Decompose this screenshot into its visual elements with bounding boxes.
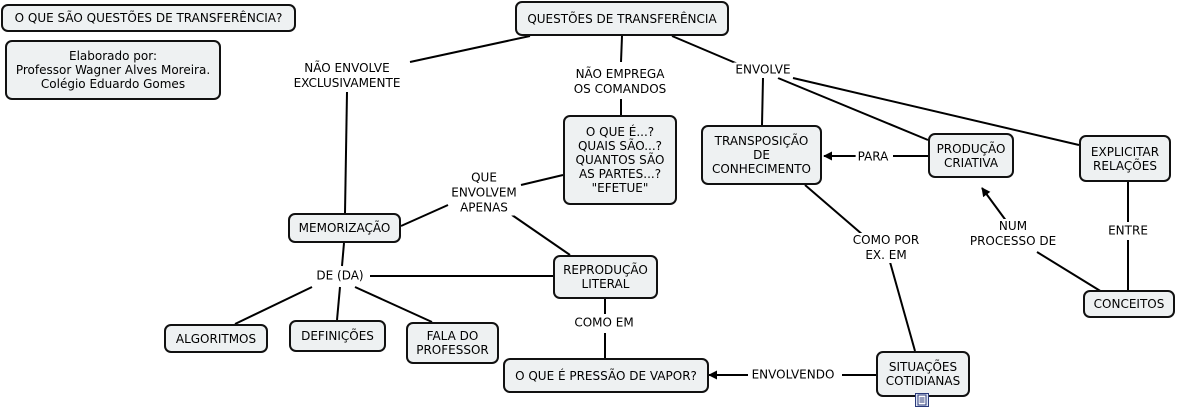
link-label-como-em: COMO EM <box>572 315 636 331</box>
link-label-num-processo-de: NUM PROCESSO DE <box>967 219 1059 249</box>
node-producao-criativa[interactable]: PRODUÇÃO CRIATIVA <box>928 133 1014 178</box>
link-label-envolvendo: ENVOLVENDO <box>749 367 837 383</box>
node-o-que-e-quais-sao[interactable]: O QUE É...? QUAIS SÃO...? QUANTOS SÃO AS… <box>563 115 677 205</box>
link-label-como-por-ex-em: COMO POR EX. EM <box>850 233 922 263</box>
link-label-que-envolvem-apenas: QUE ENVOLVEM APENAS <box>449 170 519 216</box>
link-label-nao-emprega: NÃO EMPREGA OS COMANDOS <box>571 67 669 97</box>
node-reproducao-literal[interactable]: REPRODUÇÃO LITERAL <box>553 255 658 299</box>
link-label-para: PARA <box>855 149 891 165</box>
node-fala-do-professor[interactable]: FALA DO PROFESSOR <box>406 322 499 364</box>
document-icon[interactable] <box>915 393 929 407</box>
link-label-envolve: ENVOLVE <box>733 62 793 78</box>
link-label-de-da: DE (DA) <box>314 268 366 284</box>
node-questoes-de-transferencia[interactable]: QUESTÕES DE TRANSFERÊNCIA <box>515 1 729 36</box>
node-algoritmos[interactable]: ALGORITMOS <box>164 324 268 353</box>
node-question-title[interactable]: O QUE SÃO QUESTÕES DE TRANSFERÊNCIA? <box>1 4 296 32</box>
node-memorizacao[interactable]: MEMORIZAÇÃO <box>288 213 401 243</box>
link-label-nao-envolve: NÃO ENVOLVE EXCLUSIVAMENTE <box>291 61 403 91</box>
node-transposicao-de-conhecimento[interactable]: TRANSPOSIÇÃO DE CONHECIMENTO <box>701 125 822 185</box>
node-explicitar-relacoes[interactable]: EXPLICITAR RELAÇÕES <box>1079 135 1171 182</box>
node-conceitos[interactable]: CONCEITOS <box>1083 290 1175 318</box>
link-label-entre: ENTRE <box>1106 223 1150 239</box>
node-o-que-e-pressao-de-vapor[interactable]: O QUE É PRESSÃO DE VAPOR? <box>503 358 709 393</box>
node-situacoes-cotidianas[interactable]: SITUAÇÕES COTIDIANAS <box>876 351 970 397</box>
node-definicoes[interactable]: DEFINIÇÕES <box>289 320 386 352</box>
node-credits[interactable]: Elaborado por: Professor Wagner Alves Mo… <box>5 40 221 100</box>
